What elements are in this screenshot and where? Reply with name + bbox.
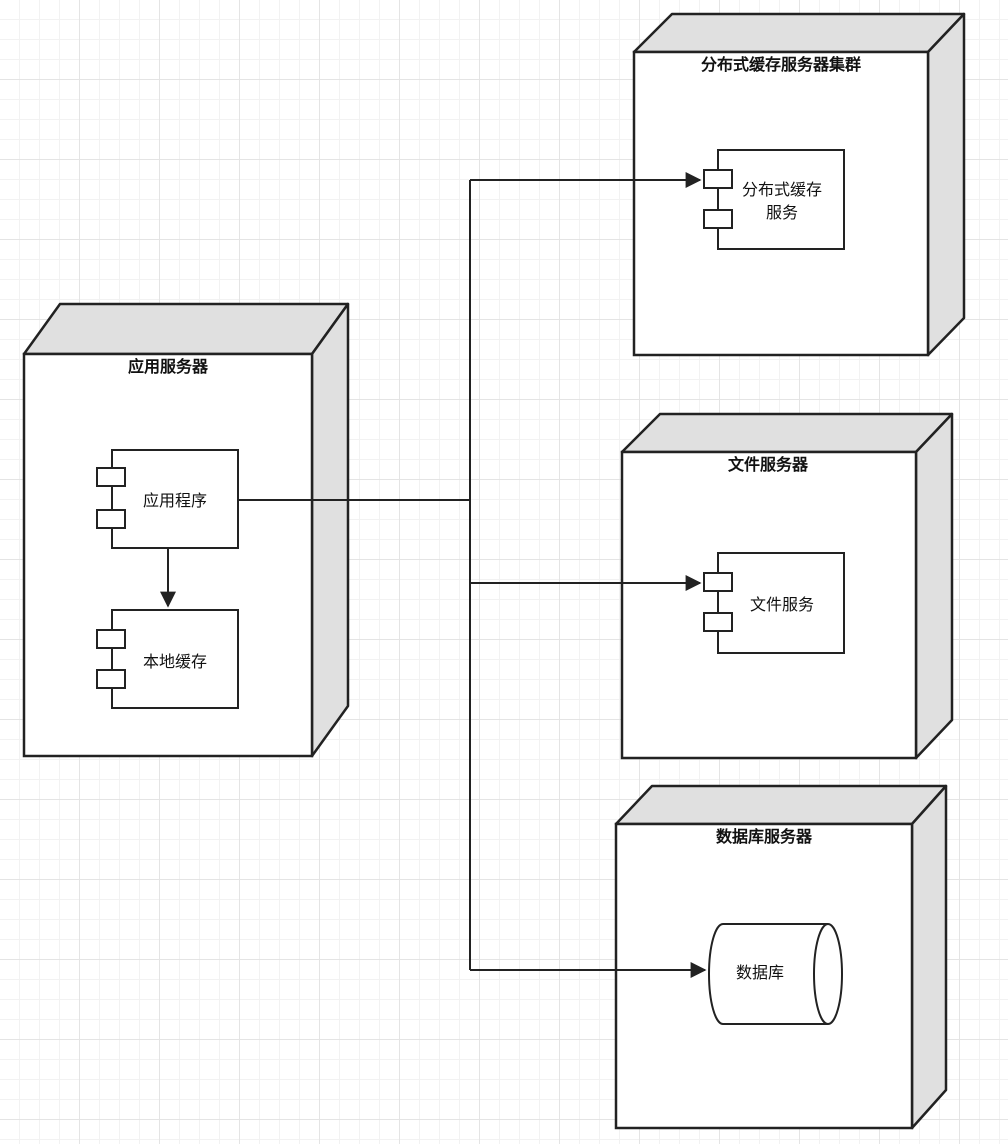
component-file-service[interactable]: 文件服务: [703, 552, 845, 654]
component-dist-cache-service[interactable]: 分布式缓存 服务: [703, 149, 845, 250]
component-local-cache[interactable]: 本地缓存: [96, 609, 239, 709]
node-title-db-server: 数据库服务器: [716, 827, 813, 846]
component-app-program[interactable]: 应用程序: [96, 449, 239, 549]
database-cylinder[interactable]: 数据库: [708, 923, 843, 1025]
node-title-cache-cluster: 分布式缓存服务器集群: [701, 55, 861, 74]
component-port-icon: [96, 669, 126, 689]
component-label-local-cache: 本地缓存: [143, 652, 207, 671]
component-port-icon: [703, 169, 733, 189]
component-port-icon: [96, 629, 126, 649]
component-port-icon: [703, 572, 733, 592]
component-port-icon: [703, 209, 733, 229]
component-label-dist-cache-line2: 服务: [766, 203, 798, 222]
component-port-icon: [703, 612, 733, 632]
component-label-dist-cache-line1: 分布式缓存: [742, 180, 822, 199]
component-port-icon: [96, 509, 126, 529]
connectors: [160, 172, 707, 978]
node-title-file-server: 文件服务器: [728, 455, 809, 474]
node-title-app-server: 应用服务器: [128, 357, 209, 376]
component-label-file-service: 文件服务: [750, 595, 814, 614]
component-port-icon: [96, 467, 126, 487]
component-label-app-program: 应用程序: [143, 491, 207, 510]
component-label-database: 数据库: [736, 963, 784, 982]
